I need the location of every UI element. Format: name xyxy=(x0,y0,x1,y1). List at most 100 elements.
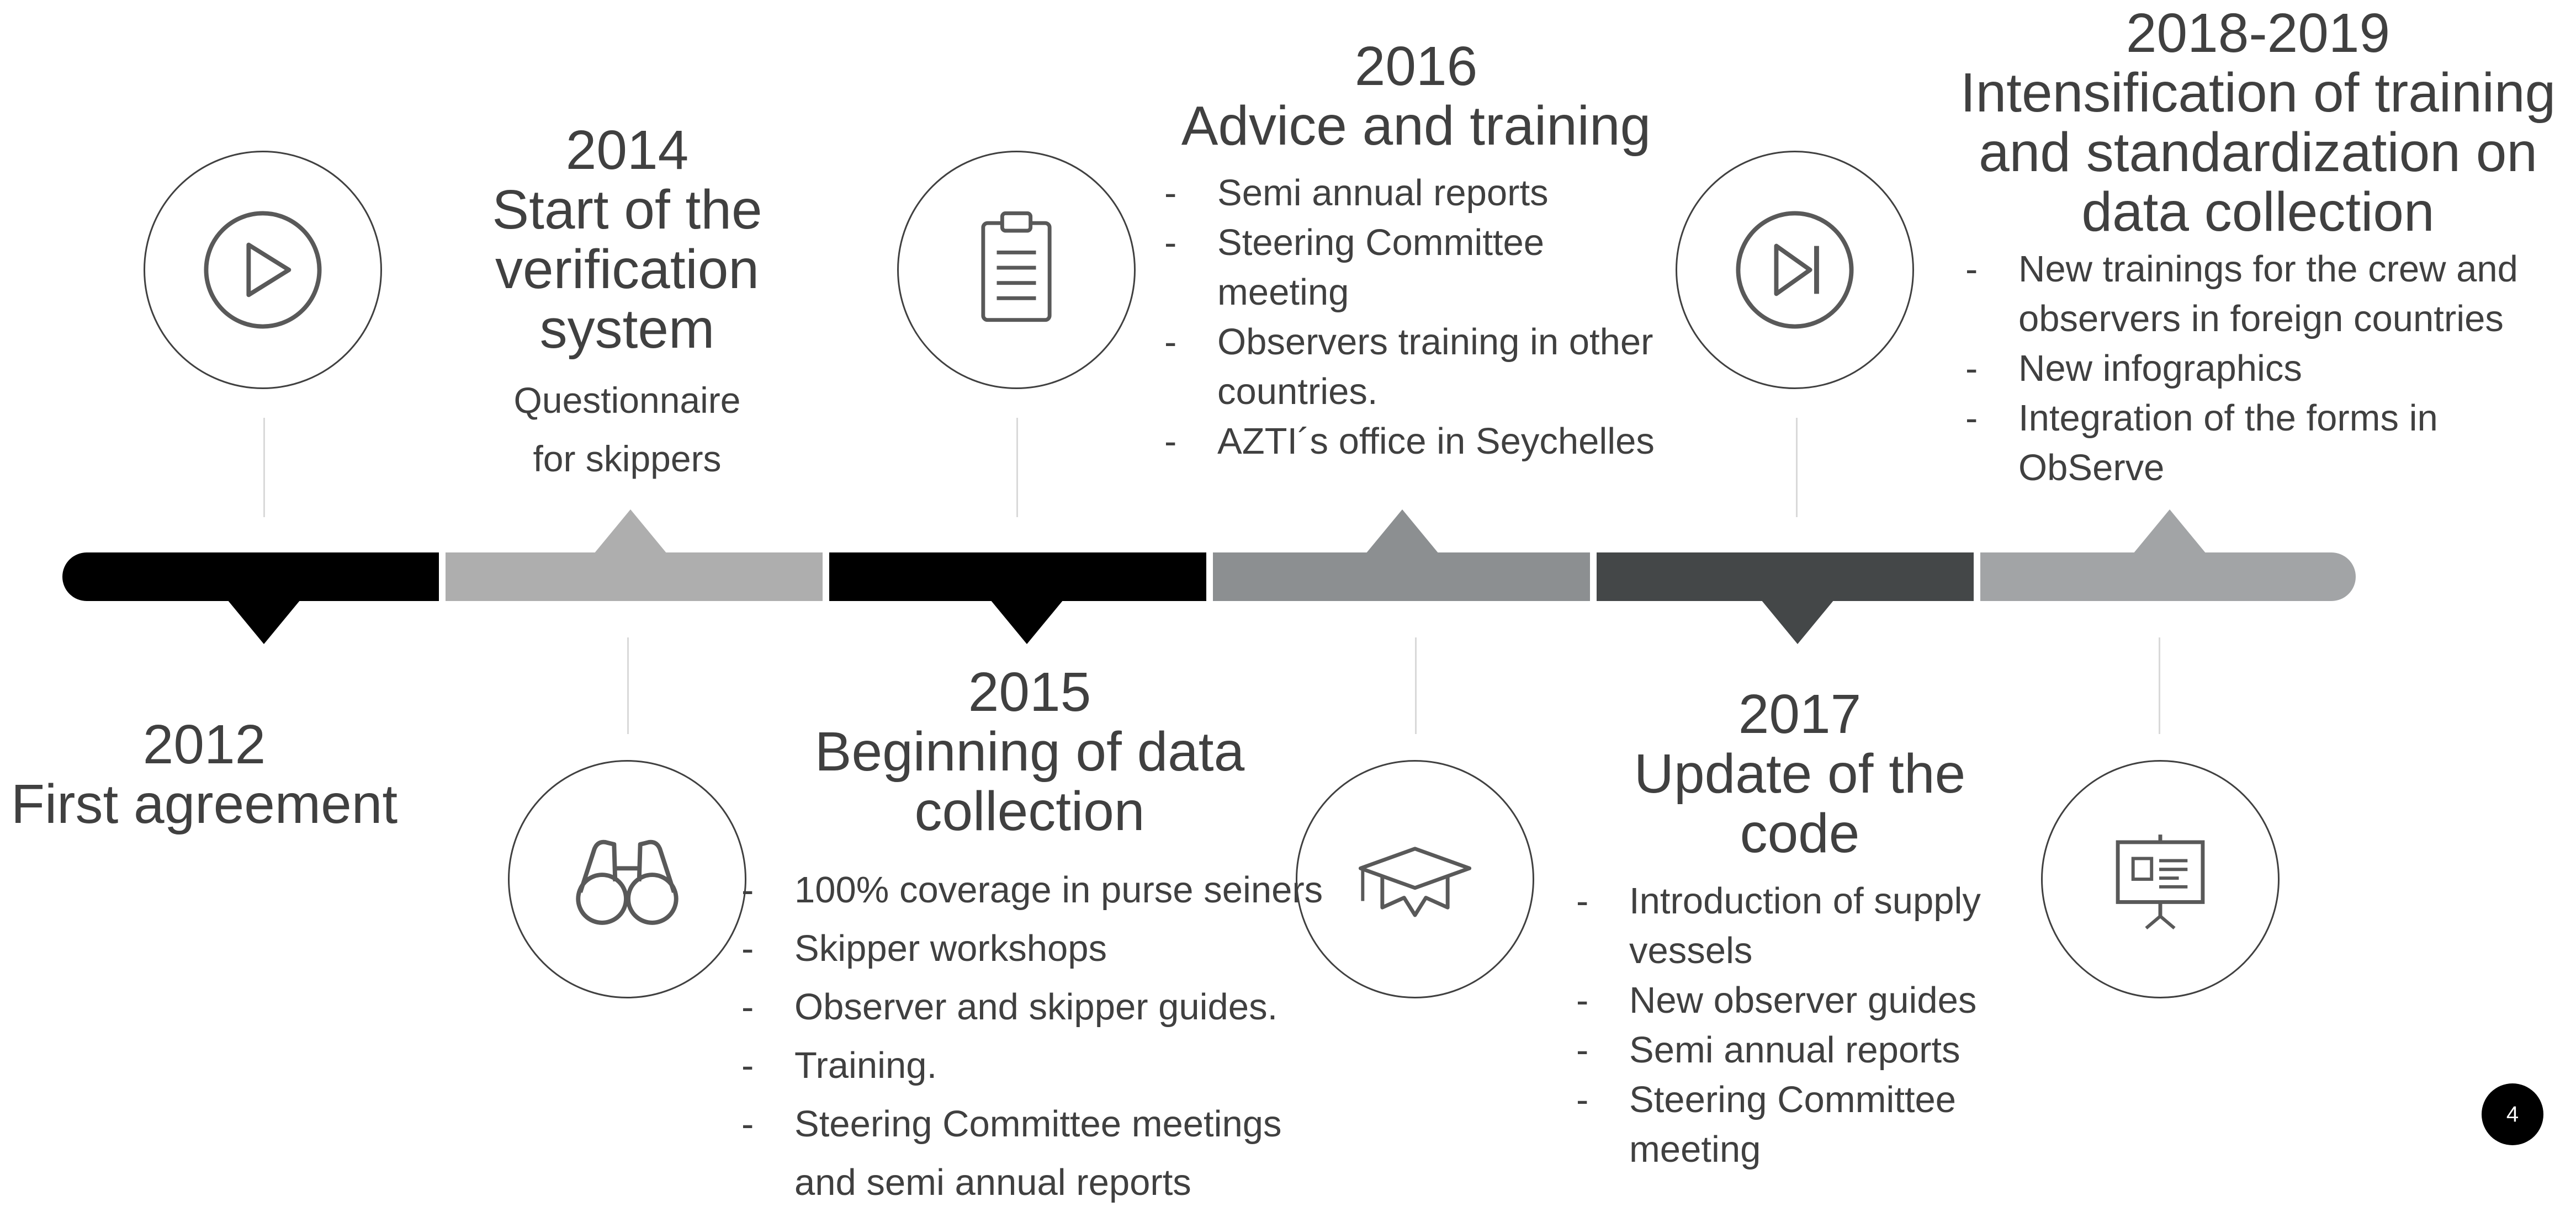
bullet-line: Steering Committee xyxy=(1629,1079,1957,1120)
bullet-item: Introduction of supply vessels xyxy=(1576,876,1981,976)
bullet-item: AZTI´s office in Seychelles xyxy=(1164,417,1655,466)
milestone-bullets-2017: Introduction of supply vessels New obser… xyxy=(1576,876,1981,1174)
milestone-bullets-2018-2019: New trainings for the crew and observers… xyxy=(1965,244,2518,493)
connector-line-2018-2019 xyxy=(2159,637,2160,734)
timeline-segment-2012 xyxy=(62,552,439,601)
milestone-year: 2018-2019 xyxy=(2126,2,2391,64)
bullet-line: New trainings for the crew and xyxy=(2018,248,2518,290)
milestone-detail-line: for skippers xyxy=(533,438,722,479)
milestone-heading: and standardization on xyxy=(1979,121,2537,183)
milestone-heading: Update of the xyxy=(1634,743,1966,805)
bullet-item: Training. xyxy=(741,1036,1323,1095)
milestone-circle-2016 xyxy=(1296,760,1534,998)
bullet-item: Observers training in other countries. xyxy=(1164,317,1655,417)
bullet-line: Steering Committee meetings xyxy=(794,1103,1282,1145)
graduation-cap-icon xyxy=(1358,847,1472,917)
milestone-circle-2014 xyxy=(508,760,746,998)
milestone-title-2012: 2012 First agreement xyxy=(0,715,409,834)
bullet-line: Semi annual reports xyxy=(1217,172,1549,214)
page-number-badge: 4 xyxy=(2482,1083,2543,1145)
milestone-year: 2016 xyxy=(1354,35,1478,97)
milestone-year: 2014 xyxy=(565,119,689,181)
bullet-item: New observer guides xyxy=(1576,976,1981,1025)
bullet-line: vessels xyxy=(1629,930,1753,971)
bullet-line: Observers training in other xyxy=(1217,321,1653,363)
milestone-heading: First agreement xyxy=(10,773,398,835)
milestone-heading: data collection xyxy=(2081,181,2435,243)
milestone-heading: Beginning of data xyxy=(814,721,1245,783)
clipboard-icon xyxy=(981,211,1052,322)
bullet-line: Integration of the forms in xyxy=(2018,397,2438,439)
bullet-line: observers in foreign countries xyxy=(2018,298,2504,339)
milestone-circle-2018-2019 xyxy=(2041,760,2280,998)
milestone-title-2014: 2014 Start of the verification system xyxy=(462,120,793,359)
skip-forward-icon xyxy=(1736,211,1854,329)
bullet-item: Steering Committee meeting xyxy=(1576,1075,1981,1174)
timeline-pointer-2014 xyxy=(594,509,667,554)
bullet-line: Semi annual reports xyxy=(1629,1029,1960,1071)
milestone-detail-2014: Questionnaire for skippers xyxy=(462,371,793,488)
milestone-heading: verification xyxy=(495,238,759,300)
connector-line-2016 xyxy=(1415,637,1417,734)
bullet-item: New trainings for the crew and observers… xyxy=(1965,244,2518,344)
timeline-pointer-2018-2019 xyxy=(2133,509,2206,554)
milestone-title-2016: 2016 Advice and training xyxy=(1132,36,1700,156)
timeline-segment-2018-2019 xyxy=(1980,552,2356,601)
milestone-title-2015: 2015 Beginning of data collection xyxy=(773,662,1286,841)
bullet-item: 100% coverage in purse seiners xyxy=(741,861,1323,919)
bullet-line: New observer guides xyxy=(1629,980,1977,1021)
bullet-line: ObServe xyxy=(2018,447,2165,488)
bullet-item: Semi annual reports xyxy=(1576,1025,1981,1075)
milestone-circle-2015 xyxy=(897,151,1136,389)
milestone-title-2018-2019: 2018-2019 Intensification of training an… xyxy=(1943,3,2573,242)
milestone-heading: collection xyxy=(914,780,1145,842)
milestone-year: 2017 xyxy=(1738,683,1862,745)
bullet-line: countries. xyxy=(1217,371,1378,412)
bullet-line: Skipper workshops xyxy=(794,928,1107,969)
bullet-line: Steering Committee xyxy=(1217,222,1545,263)
milestone-circle-2012 xyxy=(144,151,382,389)
timeline-segment-2017 xyxy=(1597,552,1974,601)
connector-line-2014 xyxy=(627,637,629,734)
play-icon xyxy=(204,211,322,329)
bullet-line: meeting xyxy=(1217,272,1349,313)
bullet-item: Observer and skipper guides. xyxy=(741,978,1323,1036)
milestone-detail-line: Questionnaire xyxy=(513,380,741,421)
bullet-line: meeting xyxy=(1629,1129,1761,1170)
bullet-line: Training. xyxy=(794,1045,937,1086)
connector-line-2012 xyxy=(263,418,265,517)
bullet-line: Observer and skipper guides. xyxy=(794,986,1278,1028)
milestone-year: 2012 xyxy=(142,714,266,775)
milestone-circle-2017 xyxy=(1676,151,1914,389)
bullet-item: New infographics xyxy=(1965,344,2518,394)
timeline-pointer-2012 xyxy=(227,600,300,644)
milestone-title-2017: 2017 Update of the code xyxy=(1579,684,2021,863)
milestone-heading: Intensification of training xyxy=(1960,62,2556,124)
bullet-item: Integration of the forms in ObServe xyxy=(1965,394,2518,493)
bullet-line: 100% coverage in purse seiners xyxy=(794,869,1323,911)
bullet-item: Semi annual reports xyxy=(1164,168,1655,218)
bullet-line: and semi annual reports xyxy=(794,1162,1191,1203)
presentation-board-icon xyxy=(2116,834,2205,930)
timeline-pointer-2016 xyxy=(1366,509,1439,554)
timeline-pointer-2017 xyxy=(1761,600,1834,644)
bullet-line: AZTI´s office in Seychelles xyxy=(1217,421,1655,462)
timeline-segment-2015 xyxy=(829,552,1206,601)
binoculars-icon xyxy=(576,839,679,925)
milestone-bullets-2016: Semi annual reports Steering Committee m… xyxy=(1164,168,1655,466)
connector-line-2015 xyxy=(1016,418,1018,517)
milestone-year: 2015 xyxy=(968,661,1091,723)
milestone-heading: system xyxy=(539,298,715,360)
timeline-segment-2014 xyxy=(446,552,823,601)
milestone-heading: Advice and training xyxy=(1181,95,1651,157)
timeline-segment-2016 xyxy=(1213,552,1590,601)
bullet-line: New infographics xyxy=(2018,348,2302,389)
milestone-bullets-2015: 100% coverage in purse seiners Skipper w… xyxy=(741,861,1323,1212)
connector-line-2017 xyxy=(1796,418,1798,517)
timeline-pointer-2015 xyxy=(990,600,1063,644)
bullet-item: Skipper workshops xyxy=(741,919,1323,978)
milestone-heading: Start of the xyxy=(492,179,762,241)
bullet-line: Introduction of supply xyxy=(1629,880,1981,922)
milestone-heading: code xyxy=(1740,802,1860,864)
bullet-item: Steering Committee meeting xyxy=(1164,218,1655,317)
